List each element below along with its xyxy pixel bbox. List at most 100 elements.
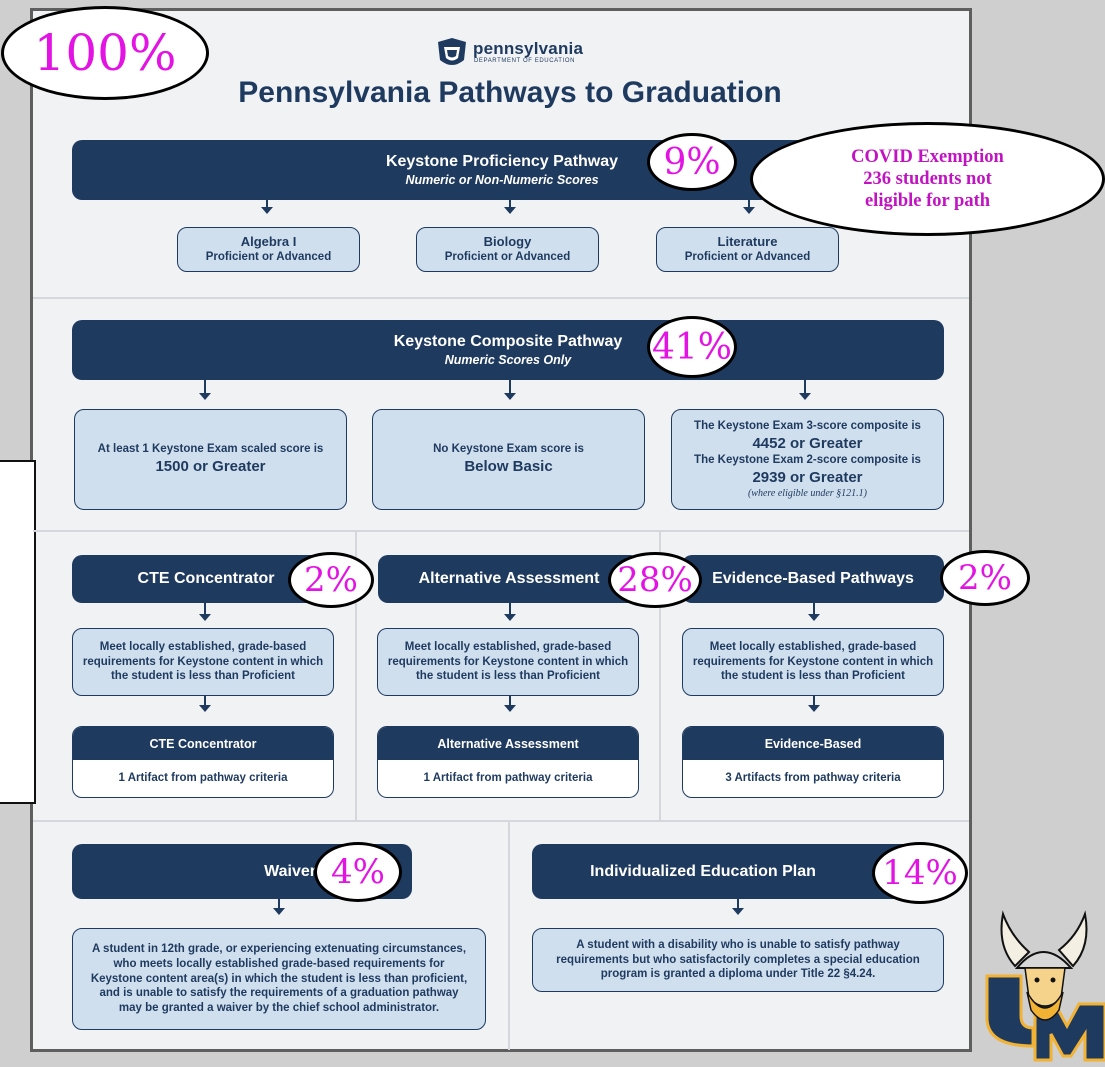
connector: [813, 603, 815, 615]
composite-box3-line1: The Keystone Exam 3-score composite is: [694, 419, 921, 432]
section-divider: [33, 297, 969, 299]
arrow-down-icon: [732, 908, 744, 915]
alt-assessment-card-title: Alternative Assessment: [378, 727, 638, 760]
connector: [204, 380, 206, 394]
pde-logo: pennsylvania DEPARTMENT OF EDUCATION: [436, 38, 636, 74]
connector: [266, 200, 268, 208]
alt-assessment-percent: 28%: [617, 560, 693, 600]
arrow-down-icon: [199, 705, 211, 712]
waiver-percent: 4%: [331, 852, 385, 892]
arrow-down-icon: [504, 614, 516, 621]
cte-requirement-box: Meet locally established, grade-based re…: [72, 628, 334, 696]
iep-text-box: A student with a disability who is unabl…: [532, 928, 944, 992]
composite-banner: Keystone Composite Pathway Numeric Score…: [72, 320, 944, 380]
arrow-down-icon: [799, 393, 811, 400]
composite-box3-line3: The Keystone Exam 2-score composite is: [694, 454, 921, 466]
connector: [804, 380, 806, 394]
composite-box-no-below-basic: No Keystone Exam score is Below Basic: [372, 409, 645, 510]
alt-assessment-card: Alternative Assessment 1 Artifact from p…: [377, 726, 639, 798]
evidence-percent: 2%: [958, 558, 1012, 598]
proficiency-percent: 9%: [663, 141, 721, 183]
section-divider: [33, 530, 969, 532]
connector: [509, 603, 511, 615]
composite-subtitle: Numeric Scores Only: [444, 353, 572, 367]
evidence-requirement-box: Meet locally established, grade-based re…: [682, 628, 944, 696]
composite-box3-note: (where eligible under §121.1): [747, 488, 868, 500]
column-divider: [659, 532, 661, 820]
covid-line-2: 236 students not: [863, 168, 992, 189]
waiver-title: Waiver: [264, 862, 316, 880]
connector: [204, 696, 206, 706]
connector: [509, 696, 511, 706]
composite-percent: 41%: [651, 326, 732, 368]
alt-assessment-requirement: Meet locally established, grade-based re…: [387, 640, 629, 683]
proficiency-percent-bubble: 9%: [647, 133, 737, 191]
connector: [204, 603, 206, 615]
cte-title: CTE Concentrator: [137, 570, 275, 587]
arrow-down-icon: [504, 393, 516, 400]
evidence-banner: Evidence-Based Pathways: [682, 555, 944, 603]
alt-assessment-requirement-box: Meet locally established, grade-based re…: [377, 628, 639, 696]
biology-box: Biology Proficient or Advanced: [416, 227, 599, 272]
waiver-text-box: A student in 12th grade, or experiencing…: [72, 928, 486, 1030]
viking-mascot-icon: [985, 910, 1105, 1062]
logo-subtext: DEPARTMENT OF EDUCATION: [474, 58, 576, 64]
cte-requirement: Meet locally established, grade-based re…: [82, 640, 324, 683]
keystone-icon: [438, 38, 466, 65]
connector: [748, 200, 750, 208]
arrow-down-icon: [199, 614, 211, 621]
evidence-card: Evidence-Based 3 Artifacts from pathway …: [682, 726, 944, 798]
overall-percent-bubble: 100%: [1, 6, 209, 100]
literature-level: Proficient or Advanced: [684, 251, 811, 264]
algebra-level: Proficient or Advanced: [205, 251, 332, 264]
arrow-down-icon: [743, 207, 755, 214]
proficiency-subtitle: Numeric or Non-Numeric Scores: [405, 173, 599, 187]
evidence-card-body: 3 Artifacts from pathway criteria: [725, 772, 901, 784]
literature-box: Literature Proficient or Advanced: [656, 227, 839, 272]
alt-assessment-banner: Alternative Assessment: [378, 555, 640, 603]
biology-level: Proficient or Advanced: [444, 251, 571, 264]
composite-box1-line1: At least 1 Keystone Exam scaled score is: [97, 443, 324, 456]
covid-line-1: COVID Exemption: [851, 146, 1004, 167]
biology-name: Biology: [483, 233, 532, 249]
arrow-down-icon: [261, 207, 273, 214]
evidence-percent-bubble: 2%: [940, 550, 1030, 606]
waiver-text: A student in 12th grade, or experiencing…: [90, 942, 468, 1015]
iep-percent-bubble: 14%: [872, 842, 968, 904]
iep-title: Individualized Education Plan: [590, 862, 816, 880]
algebra-name: Algebra I: [240, 233, 297, 249]
waiver-percent-bubble: 4%: [314, 842, 402, 902]
composite-box1-line2: 1500 or Greater: [155, 458, 266, 476]
column-divider: [355, 532, 357, 820]
evidence-card-title: Evidence-Based: [683, 727, 943, 760]
cte-card-title: CTE Concentrator: [73, 727, 333, 760]
connector: [278, 899, 280, 909]
connector: [509, 380, 511, 394]
left-frame: [0, 460, 36, 804]
composite-box-scaled-score: At least 1 Keystone Exam scaled score is…: [74, 409, 347, 510]
composite-title: Keystone Composite Pathway: [393, 333, 623, 350]
arrow-down-icon: [808, 614, 820, 621]
column-divider: [508, 822, 510, 1050]
alt-assessment-title: Alternative Assessment: [418, 570, 600, 587]
literature-name: Literature: [717, 233, 778, 249]
cte-card: CTE Concentrator 1 Artifact from pathway…: [72, 726, 334, 798]
cte-percent-bubble: 2%: [288, 552, 374, 608]
composite-box2-line1: No Keystone Exam score is: [433, 443, 584, 456]
connector: [737, 899, 739, 909]
evidence-requirement: Meet locally established, grade-based re…: [692, 640, 934, 683]
overall-percent: 100%: [33, 24, 177, 82]
mascot-logo: [985, 906, 1105, 1062]
logo-text: pennsylvania: [473, 39, 584, 58]
connector: [813, 696, 815, 706]
composite-percent-bubble: 41%: [647, 316, 737, 378]
arrow-down-icon: [504, 705, 516, 712]
arrow-down-icon: [808, 705, 820, 712]
covid-exemption-bubble: COVID Exemption 236 students not eligibl…: [750, 122, 1105, 236]
arrow-down-icon: [199, 393, 211, 400]
connector: [509, 200, 511, 208]
section-divider: [33, 820, 969, 822]
composite-box2-line2: Below Basic: [464, 458, 553, 476]
composite-box-composite-scores: The Keystone Exam 3-score composite is 4…: [671, 409, 944, 510]
evidence-title: Evidence-Based Pathways: [712, 570, 914, 587]
